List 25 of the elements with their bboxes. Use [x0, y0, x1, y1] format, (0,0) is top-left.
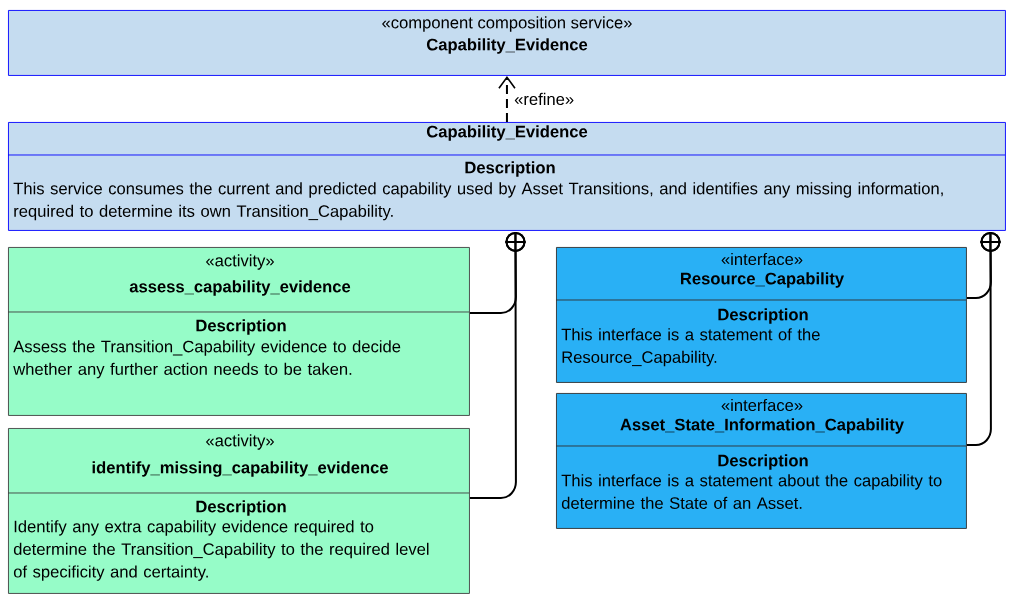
- edge-label: «refine»: [514, 92, 574, 106]
- stereotype-label: «activity»: [206, 434, 274, 450]
- description-text: This service consumes the current and predicted capability used by Asset Transitions, and identifies any missing information, required to determine its own Transition_Capability.: [13, 182, 943, 221]
- title: identify_missing_capability_evidence: [92, 461, 388, 477]
- containment-connector: [965, 230, 1002, 446]
- stereotype-label: «interface»: [721, 398, 803, 412]
- title: Capability_Evidence: [426, 38, 588, 54]
- title: Asset_State_Information_Capability: [620, 418, 904, 434]
- description-text: Identify any extra capability evidence required to determine the Transition_Capability to the required level of specificity and certainty.: [13, 520, 429, 581]
- section-heading: Description: [718, 454, 808, 470]
- title: Resource_Capability: [681, 272, 844, 288]
- title: Description: [465, 161, 555, 177]
- title: Capability_Evidence: [426, 125, 588, 141]
- section-heading: Description: [196, 500, 286, 516]
- section-heading: Description: [196, 319, 286, 335]
- stereotype-label: «component composition service»: [382, 16, 632, 32]
- arrow: [498, 75, 516, 123]
- stereotype-label: «activity»: [206, 254, 274, 270]
- description-text: This interface is a statement about the capability to determine the State of an Asset.: [561, 474, 942, 509]
- description-text: Assess the Transition_Capability evidence to decide whether any further action needs to be taken.: [13, 340, 401, 379]
- containment-connector: [468, 230, 527, 499]
- description-text: This interface is a statement of the Resource_Capability.: [561, 328, 820, 367]
- stereotype-label: «interface»: [721, 252, 803, 266]
- title: assess_capability_evidence: [129, 280, 351, 296]
- section-heading: Description: [718, 308, 808, 324]
